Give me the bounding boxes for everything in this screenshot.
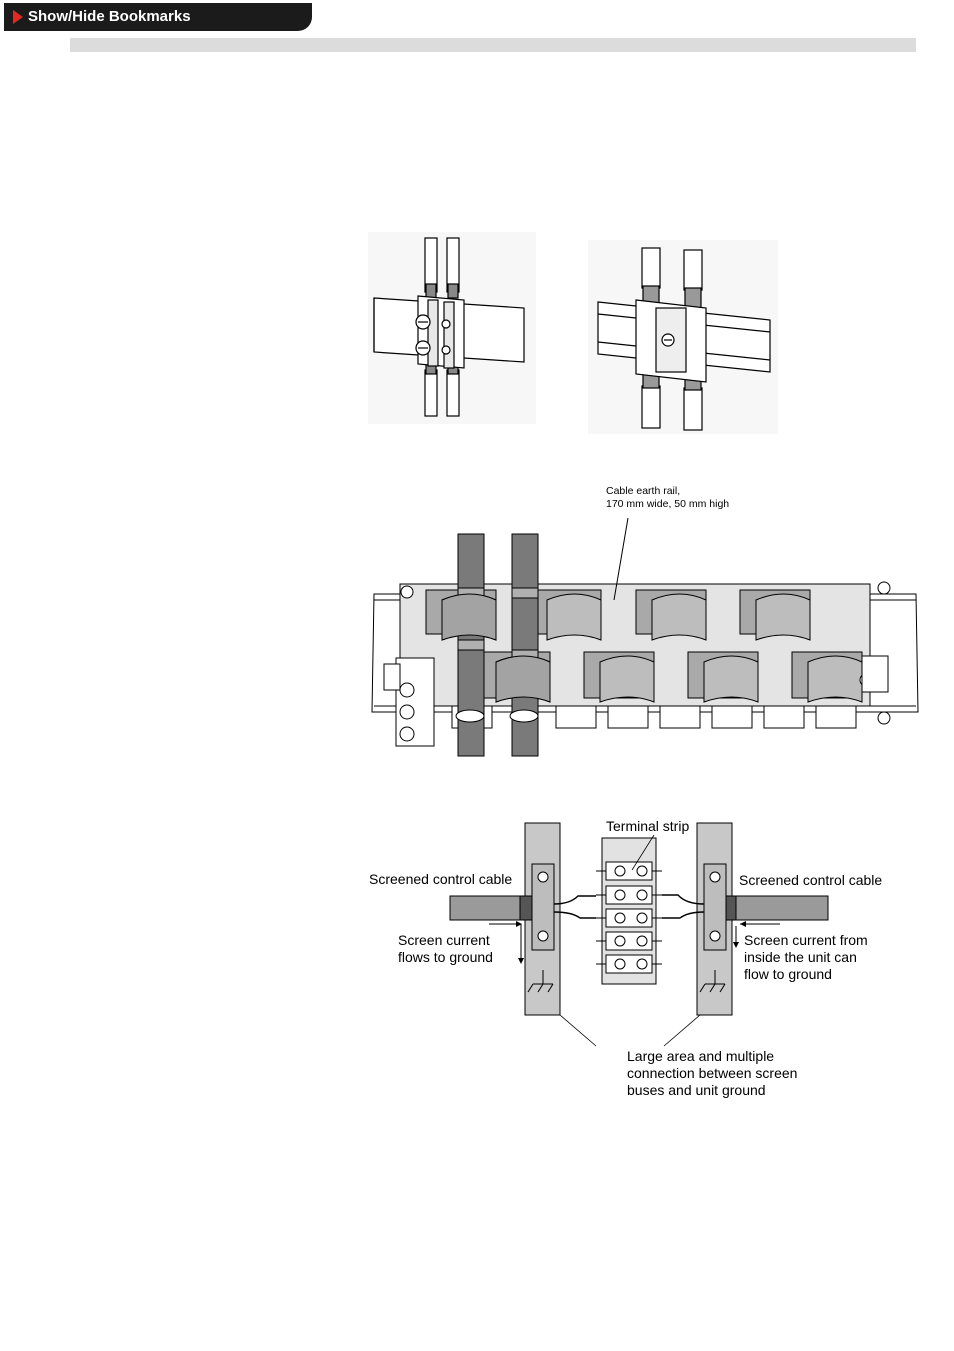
right-note-line3: flow to ground — [744, 966, 832, 982]
bookmark-arrow-icon — [13, 10, 23, 24]
rail-label-line2: 170 mm wide, 50 mm high — [606, 498, 729, 510]
show-hide-bookmarks-button[interactable]: Show/Hide Bookmarks — [4, 3, 312, 31]
bottom-note-line2: connection between screen — [627, 1065, 797, 1081]
rail-label-line1: Cable earth rail, — [606, 485, 680, 497]
figure-cable-earth-rail — [371, 517, 919, 757]
figure-clamp-on-bar — [368, 232, 536, 424]
page-header-bar — [70, 38, 916, 52]
right-note-line1: Screen current from — [744, 932, 868, 948]
right-note-line2: inside the unit can — [744, 949, 857, 965]
cable-label-left: Screened control cable — [369, 871, 512, 887]
bottom-note-line3: buses and unit ground — [627, 1082, 766, 1098]
bookmarks-label: Show/Hide Bookmarks — [28, 8, 191, 25]
left-note-line1: Screen current — [398, 932, 490, 948]
figure-clamp-on-din-rail — [588, 240, 778, 434]
figure-screen-connection — [449, 822, 829, 1047]
terminal-strip-label: Terminal strip — [606, 818, 689, 834]
cable-label-right: Screened control cable — [739, 872, 882, 888]
bottom-note-line1: Large area and multiple — [627, 1048, 774, 1064]
left-note-line2: flows to ground — [398, 949, 493, 965]
